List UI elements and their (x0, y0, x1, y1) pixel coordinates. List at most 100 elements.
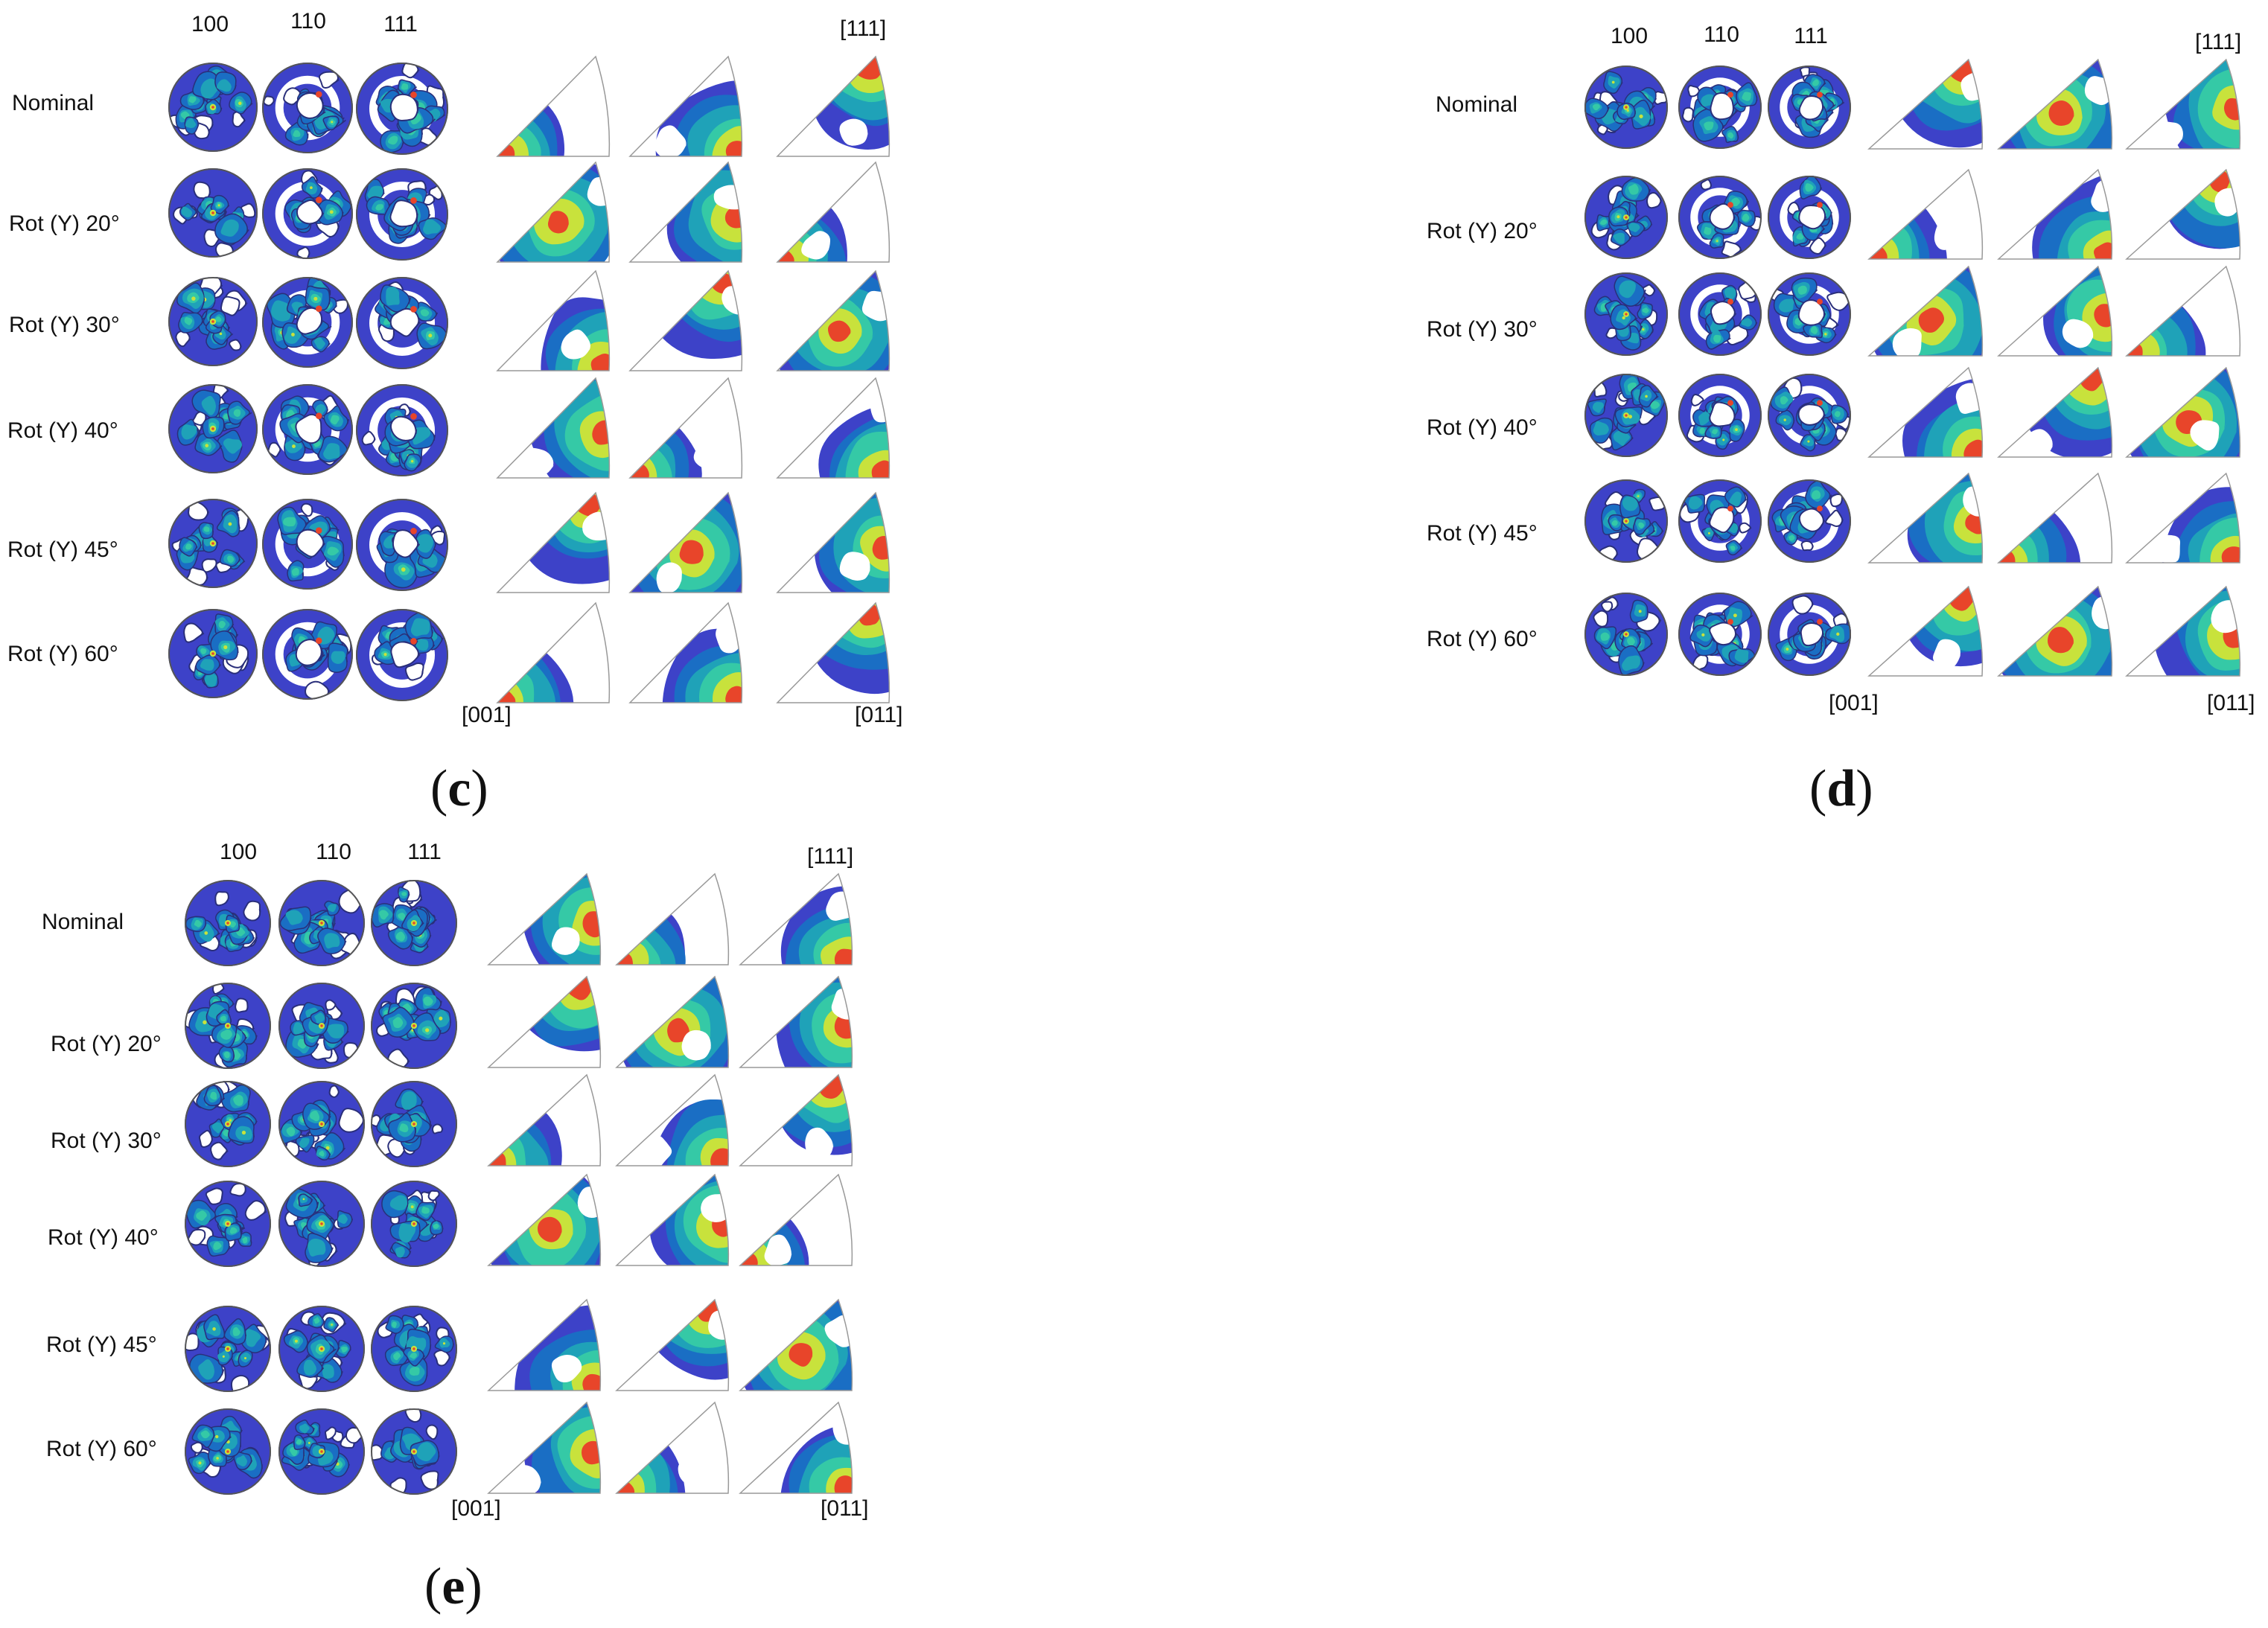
pole-figure (262, 277, 353, 368)
row-label: Rot (Y) 30° (9, 313, 120, 337)
panel-caption: (c) (430, 760, 488, 817)
pole-figure (371, 880, 457, 966)
inverse-pole-figure (628, 161, 743, 263)
inverse-pole-figure (776, 491, 891, 593)
pole-figure (371, 1081, 457, 1167)
pole-figure (168, 63, 258, 152)
inverse-pole-figure (496, 377, 611, 479)
inverse-pole-figure (496, 491, 611, 593)
pole-figure (185, 1181, 271, 1267)
pole-figure (1584, 272, 1668, 356)
inverse-pole-figure (739, 1173, 853, 1266)
inverse-pole-figure (739, 1073, 853, 1166)
row-label: Nominal (12, 91, 95, 115)
row-label: Nominal (42, 910, 124, 934)
pole-figure (1584, 66, 1668, 149)
pf-header-111: 111 (1794, 24, 1828, 48)
inverse-pole-figure (776, 269, 891, 371)
pole-figure (185, 983, 271, 1069)
pf-header-110: 110 (290, 9, 326, 33)
inverse-pole-figure (776, 377, 891, 479)
inverse-pole-figure (615, 975, 730, 1068)
inverse-pole-figure (1867, 58, 1984, 150)
pole-figure (356, 384, 448, 476)
pole-figure (371, 983, 457, 1069)
pole-figure (185, 1081, 271, 1167)
inverse-pole-figure (628, 601, 743, 703)
row-label: Rot (Y) 40° (7, 418, 118, 443)
ipf-label-001: [001] (1829, 691, 1879, 715)
inverse-pole-figure (487, 1298, 602, 1391)
row-label: Rot (Y) 40° (48, 1225, 159, 1250)
inverse-pole-figure (2125, 585, 2241, 677)
pf-header-111: 111 (383, 12, 418, 36)
pf-header-100: 100 (219, 840, 258, 864)
pole-figure (262, 63, 353, 153)
row-label: Rot (Y) 45° (46, 1332, 157, 1357)
pole-figure (1678, 374, 1762, 457)
pole-figure (356, 609, 448, 701)
pole-figure (1678, 479, 1762, 563)
inverse-pole-figure (615, 1401, 730, 1494)
row-label: Rot (Y) 40° (1427, 415, 1538, 440)
pole-figure (185, 1306, 271, 1392)
inverse-pole-figure (628, 55, 743, 157)
pole-figure (356, 63, 448, 155)
pf-header-100: 100 (191, 12, 229, 36)
pole-figure (1678, 593, 1762, 676)
pole-figure (168, 499, 258, 588)
inverse-pole-figure (2125, 265, 2241, 357)
inverse-pole-figure (1997, 472, 2113, 564)
ipf-label-011: [011] (2207, 691, 2255, 715)
pole-figure (278, 1081, 365, 1167)
inverse-pole-figure (1867, 366, 1984, 458)
row-label: Rot (Y) 30° (51, 1129, 162, 1153)
panel-caption: (e) (424, 1558, 482, 1615)
pole-figure (1768, 479, 1851, 563)
row-label: Rot (Y) 45° (7, 537, 118, 562)
inverse-pole-figure (487, 1173, 602, 1266)
panel-caption: (d) (1809, 760, 1873, 817)
inverse-pole-figure (628, 491, 743, 593)
inverse-pole-figure (496, 601, 611, 703)
inverse-pole-figure (615, 1173, 730, 1266)
inverse-pole-figure (496, 55, 611, 157)
pole-figure (371, 1408, 457, 1495)
ipf-label-111: [111] (807, 844, 854, 869)
ipf-label-011: [011] (821, 1496, 869, 1521)
inverse-pole-figure (1997, 265, 2113, 357)
pole-figure (356, 277, 448, 369)
pole-figure (1678, 66, 1762, 149)
pole-figure (262, 499, 353, 590)
inverse-pole-figure (1867, 585, 1984, 677)
row-label: Rot (Y) 60° (1427, 627, 1538, 651)
ipf-label-111: [111] (840, 16, 887, 41)
inverse-pole-figure (1997, 585, 2113, 677)
pole-figure (278, 983, 365, 1069)
inverse-pole-figure (1867, 168, 1984, 260)
inverse-pole-figure (1997, 366, 2113, 458)
pole-figure (168, 277, 258, 366)
inverse-pole-figure (739, 975, 853, 1068)
pf-header-100: 100 (1610, 24, 1649, 48)
ipf-label-111: [111] (2195, 30, 2242, 54)
row-label: Rot (Y) 30° (1427, 317, 1538, 342)
pf-header-110: 110 (1704, 22, 1739, 47)
inverse-pole-figure (487, 872, 602, 965)
pole-figure (1768, 593, 1851, 676)
inverse-pole-figure (776, 601, 891, 703)
pole-figure (1768, 176, 1851, 259)
inverse-pole-figure (1867, 472, 1984, 564)
pole-figure (185, 880, 271, 966)
inverse-pole-figure (628, 377, 743, 479)
ipf-label-011: [011] (855, 703, 903, 727)
pole-figure (278, 1306, 365, 1392)
pole-figure (168, 168, 258, 258)
pole-figure (168, 384, 258, 473)
pole-figure (1768, 66, 1851, 149)
pole-figure (1584, 479, 1668, 563)
pole-figure (371, 1181, 457, 1267)
pole-figure (168, 609, 258, 698)
pole-figure (371, 1306, 457, 1392)
pole-figure (356, 499, 448, 591)
